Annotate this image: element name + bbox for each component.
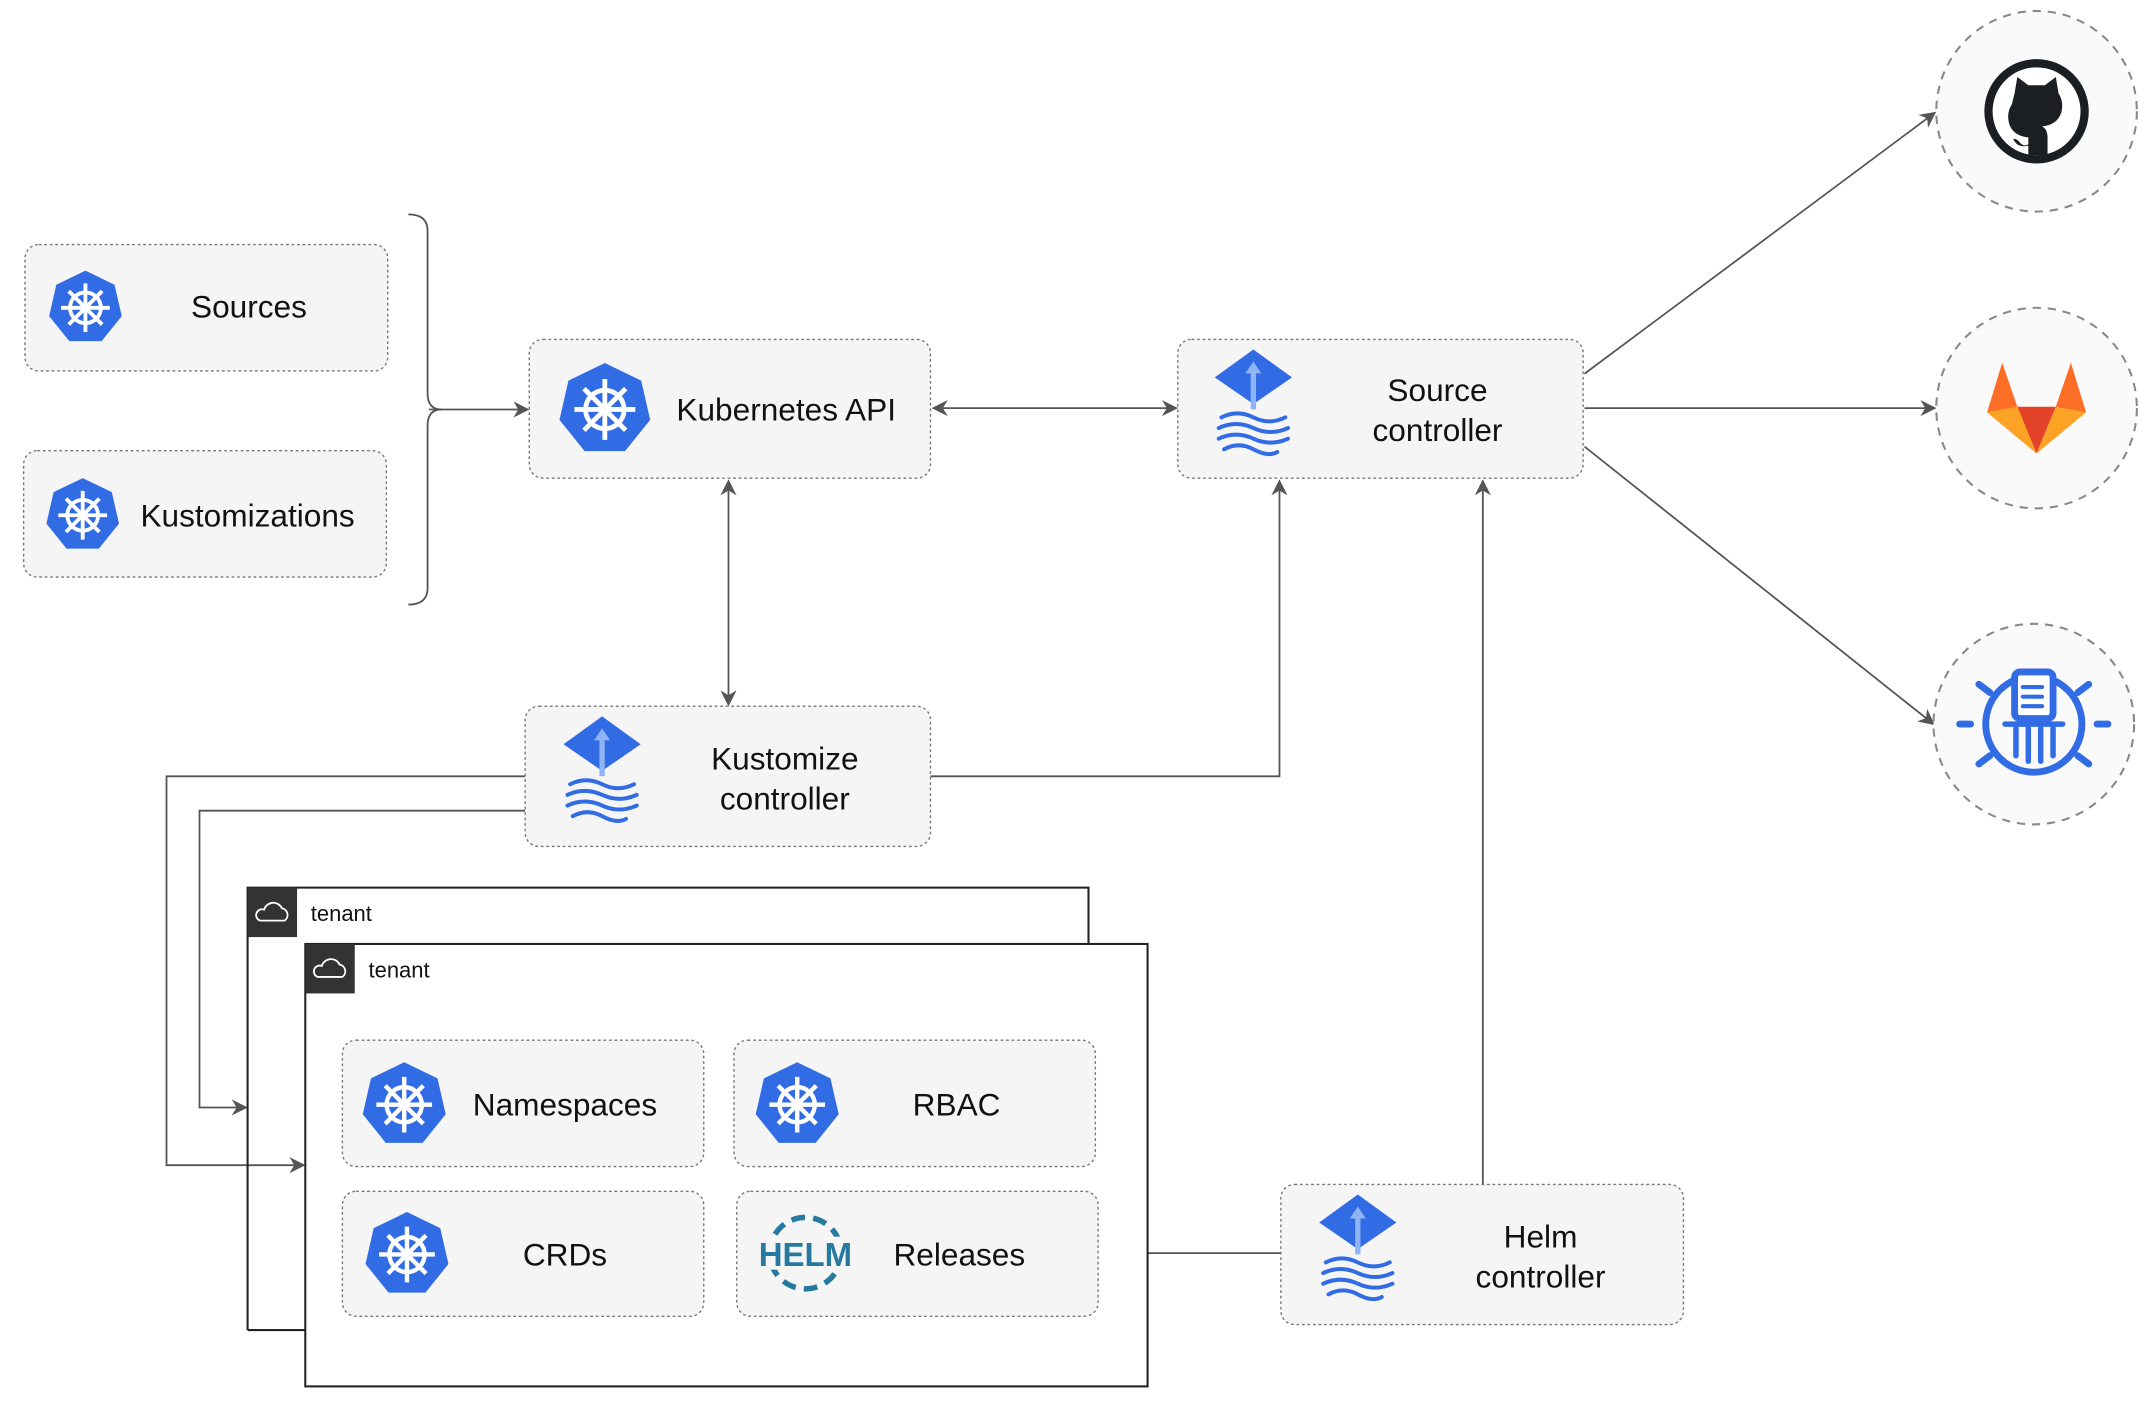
label: Helm xyxy=(1504,1219,1578,1255)
node-source-controller[interactable]: Source controller xyxy=(1177,338,1584,479)
github-icon xyxy=(1984,59,2089,164)
label: Kustomizations xyxy=(140,497,354,533)
label: Source xyxy=(1387,372,1487,408)
external-github[interactable] xyxy=(1935,9,2138,213)
tenant-back: tenant xyxy=(246,886,1090,1332)
external-gitlab[interactable] xyxy=(1935,306,2138,510)
tenant-label: tenant xyxy=(369,958,430,983)
node-namespaces[interactable]: Namespaces xyxy=(341,1039,705,1168)
external-bucket[interactable] xyxy=(1932,622,2136,826)
node-kustomize-controller[interactable]: Kustomize controller xyxy=(524,705,932,848)
edge-source-github xyxy=(1583,111,1937,375)
label: controller xyxy=(1373,412,1503,448)
edge-kustomize-tenant1 xyxy=(198,809,526,1116)
node-sources[interactable]: Sources xyxy=(24,243,389,372)
node-rbac[interactable]: RBAC xyxy=(733,1039,1097,1168)
edge-kustomize-tenant2 xyxy=(165,775,526,1174)
label: Namespaces xyxy=(473,1087,657,1123)
edge-source-bucket xyxy=(1583,445,1935,726)
node-kubernetes-api[interactable]: Kubernetes API xyxy=(528,338,932,479)
cloud-icon xyxy=(312,958,347,978)
cloud-icon xyxy=(255,901,289,922)
label: Releases xyxy=(893,1236,1025,1272)
node-helm-controller[interactable]: Helm controller xyxy=(1280,1183,1685,1326)
label: CRDs xyxy=(523,1236,607,1272)
label: controller xyxy=(1476,1258,1606,1294)
label: Kustomize xyxy=(711,740,858,776)
helm-logo-text: HELM xyxy=(759,1236,852,1273)
tenant-label: tenant xyxy=(311,901,372,926)
helm-icon: HELM xyxy=(755,1214,855,1292)
gitlab-icon xyxy=(1987,362,2087,454)
label: controller xyxy=(720,780,850,816)
label: Kubernetes API xyxy=(676,391,896,427)
node-kustomizations[interactable]: Kustomizations xyxy=(22,449,388,578)
node-crds[interactable]: CRDs xyxy=(341,1190,705,1318)
node-releases[interactable]: HELM Releases xyxy=(736,1190,1099,1318)
bucket-icon xyxy=(1956,668,2112,776)
label: Sources xyxy=(191,288,307,324)
edge-kustomize-source xyxy=(930,479,1288,778)
label: RBAC xyxy=(913,1087,1001,1123)
